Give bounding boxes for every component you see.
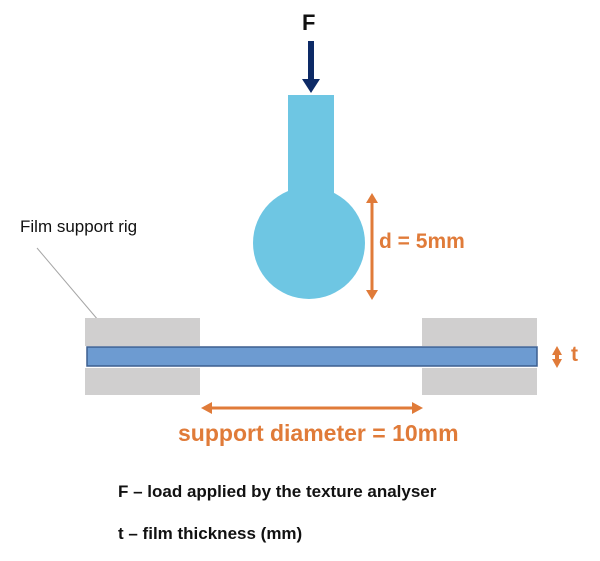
probe-diameter-label: d = 5mm — [379, 230, 465, 253]
force-label: F — [302, 10, 316, 35]
force-arrow-icon — [302, 41, 320, 93]
thickness-dimension-arrow-icon — [552, 346, 562, 368]
film-strip — [86, 346, 538, 367]
right-support-rig — [422, 318, 537, 395]
support-diameter-arrow-icon — [201, 402, 423, 414]
left-support-rig — [85, 318, 200, 395]
legend-force: F – load applied by the texture analyser — [118, 482, 437, 501]
rig-label: Film support rig — [20, 217, 138, 236]
thickness-label: t — [571, 343, 578, 366]
probe — [253, 95, 365, 299]
rig-leader-arrow-icon — [36, 247, 109, 330]
legend-thickness: t – film thickness (mm) — [118, 524, 303, 543]
diameter-dimension-arrow-icon — [366, 193, 378, 300]
support-diameter-label: support diameter = 10mm — [178, 420, 459, 446]
